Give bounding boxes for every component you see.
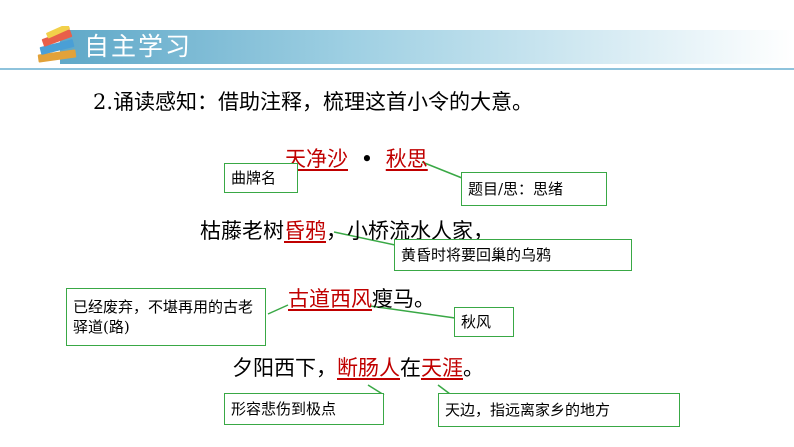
- note-gudao: 已经废弃，不堪再用的古老驿道(路): [66, 288, 266, 346]
- poem-line-1-a: 枯藤老树: [200, 219, 284, 243]
- note-hunya: 黄昏时将要回巢的乌鸦: [394, 239, 632, 271]
- poem-line-1-hunya: 昏鸦: [284, 219, 326, 243]
- poem-line-3: 夕阳西下，断肠人在天涯。: [232, 354, 484, 382]
- poem-line-2: 古道西风瘦马。: [288, 285, 435, 313]
- note-qupai: 曲牌名: [224, 163, 298, 193]
- note-tiyan: 题目/思：思绪: [461, 172, 607, 206]
- poem-line-3-tianya: 天涯: [421, 356, 463, 380]
- note-xifeng: 秋风: [454, 307, 514, 337]
- poem-title: 天净沙 • 秋思: [285, 145, 428, 173]
- poem-line-3-c: 在: [400, 356, 421, 380]
- connector-hunya: [333, 231, 396, 246]
- connector-tiyan: [421, 161, 463, 179]
- connector-tianya: [437, 384, 451, 395]
- poem-line-3-a: 夕阳西下，: [232, 356, 337, 380]
- connector-gudao: [267, 304, 289, 315]
- poem-line-2-b: 瘦马。: [372, 287, 435, 311]
- note-duanchang: 形容悲伤到极点: [224, 393, 384, 425]
- poem-title-name: 秋思: [385, 147, 428, 171]
- section-title: 自主学习: [84, 32, 193, 61]
- poem-title-dot: •: [360, 147, 374, 171]
- note-tianya: 天边，指远离家乡的地方: [438, 393, 680, 427]
- poem-line-3-e: 。: [463, 356, 484, 380]
- header-band: [60, 30, 794, 64]
- poem-line-2-gudao: 古道西风: [288, 287, 372, 311]
- header-divider: [0, 68, 794, 70]
- poem-line-3-duanchang: 断肠人: [337, 356, 400, 380]
- books-icon: [34, 23, 80, 66]
- connector-xifeng: [369, 305, 456, 319]
- instruction-text: 2.诵读感知：借助注释，梳理这首小令的大意。: [93, 90, 534, 114]
